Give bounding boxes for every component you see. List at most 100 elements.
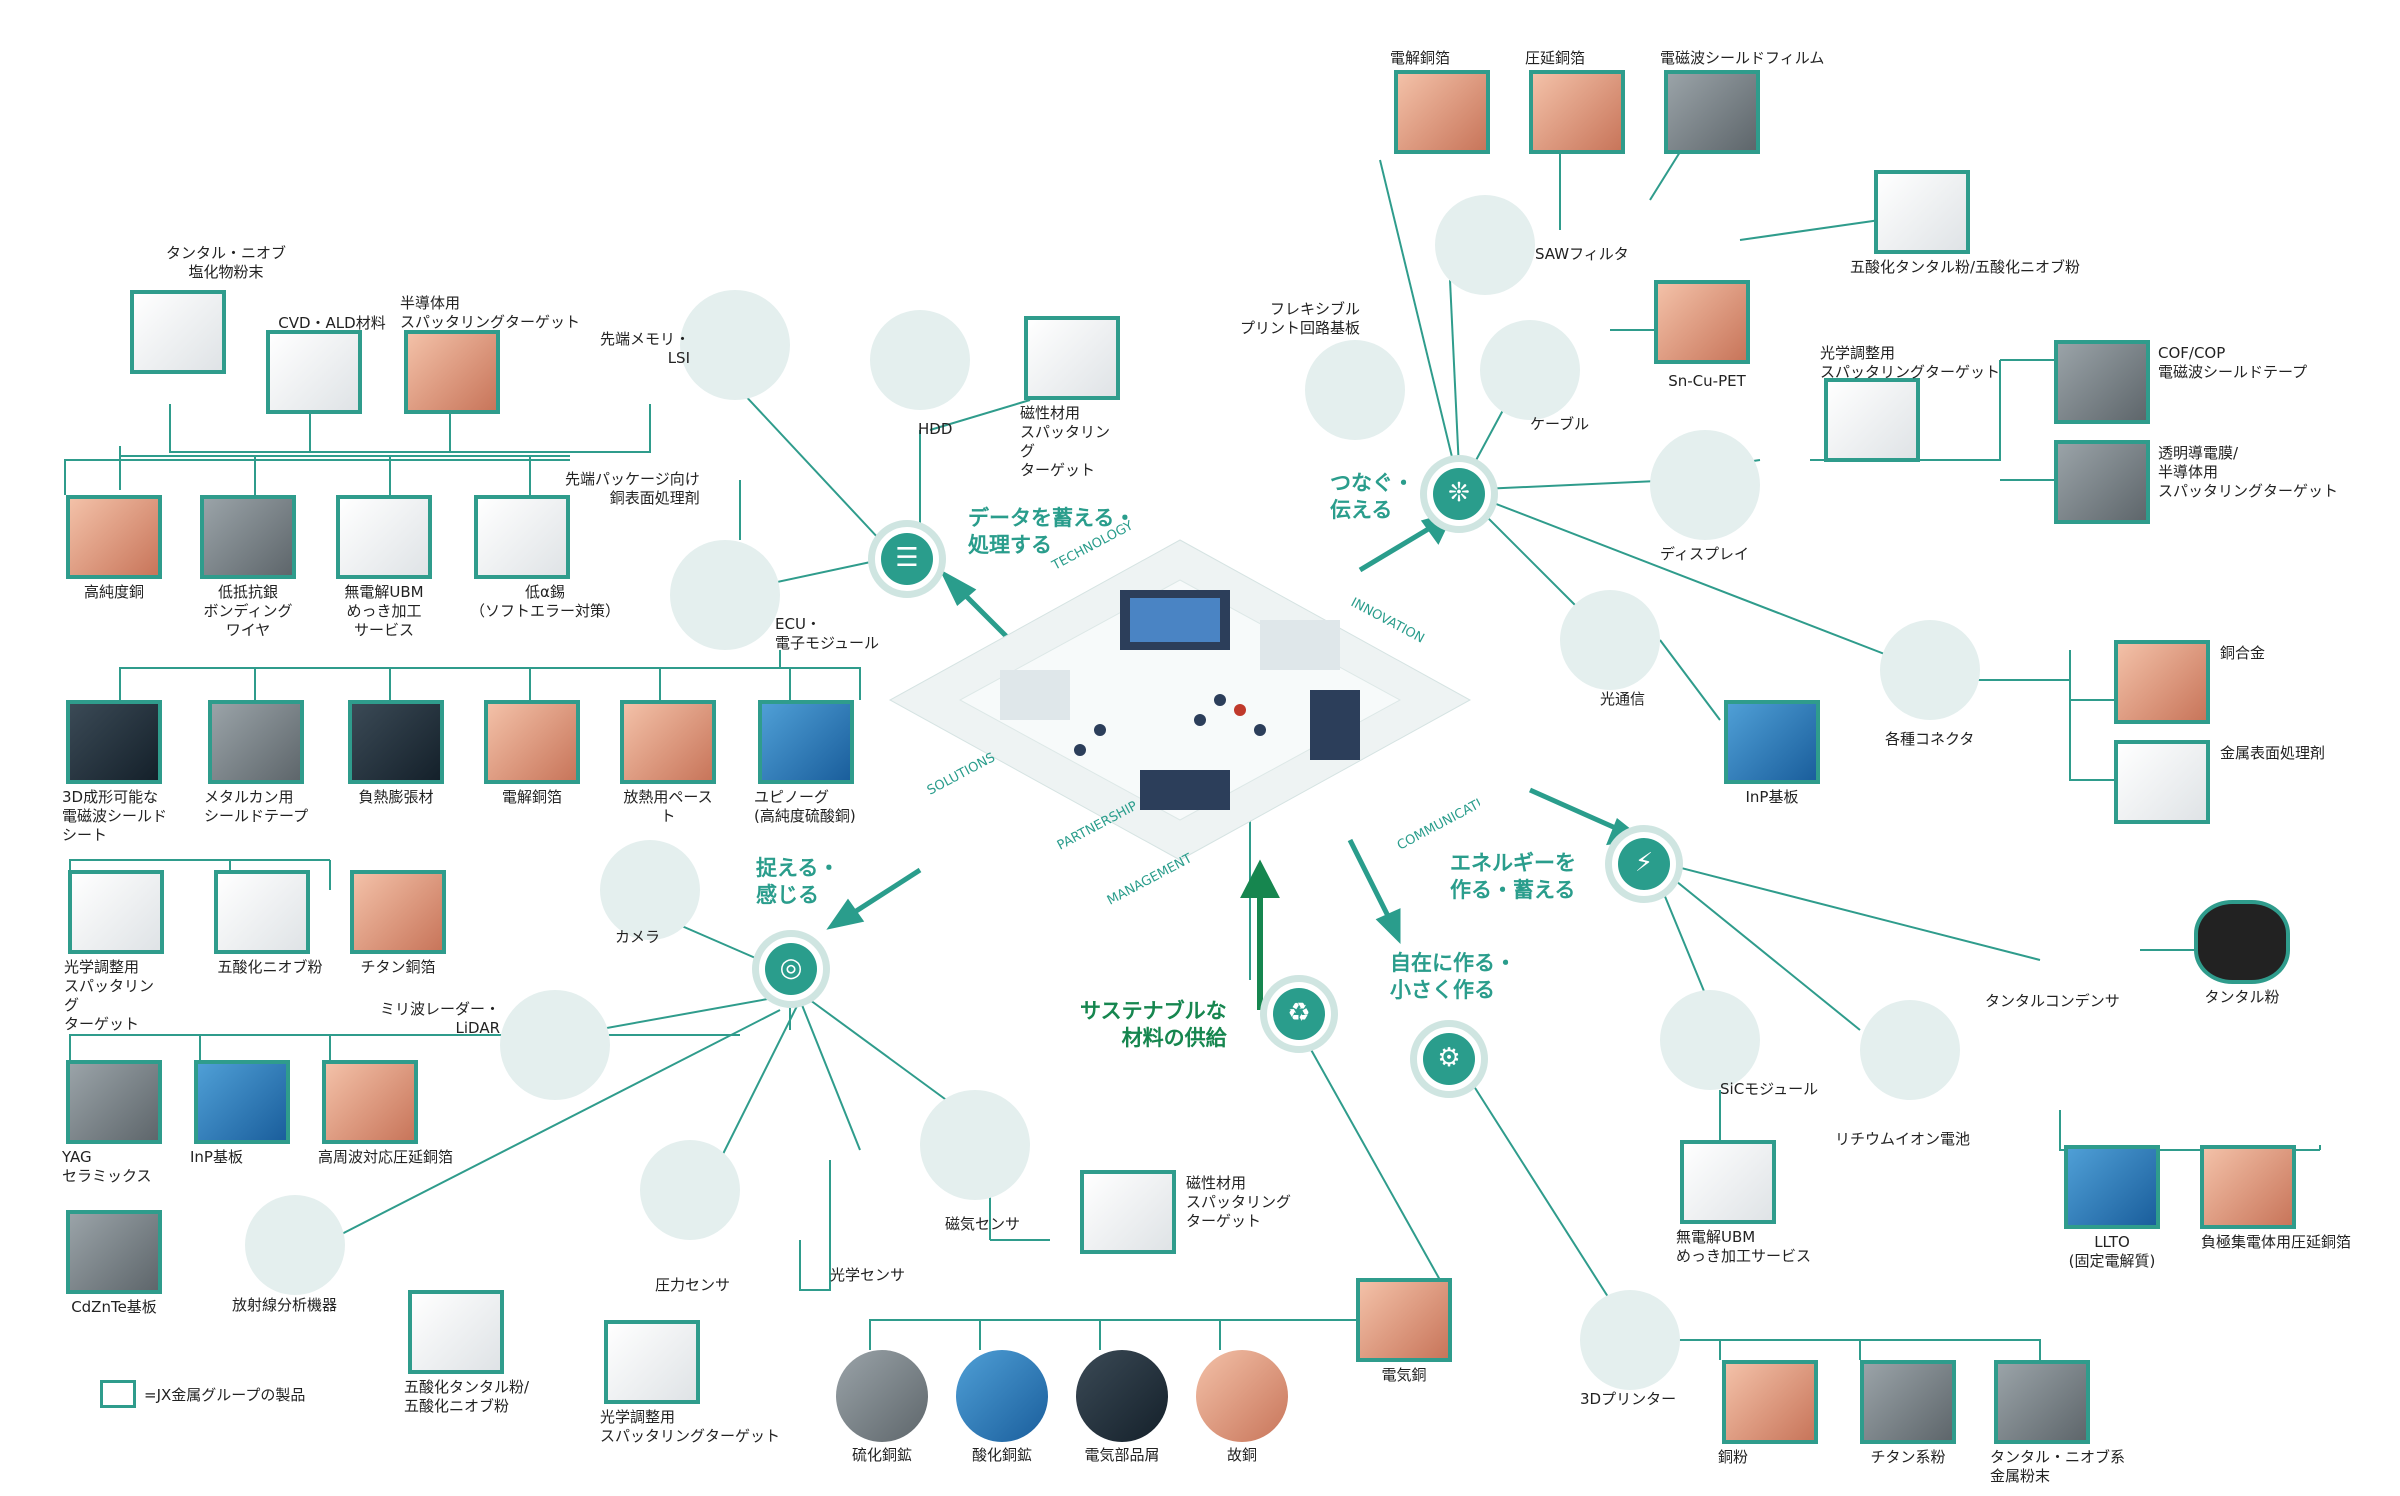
raw-material-item: 電気部品屑 — [1070, 1350, 1174, 1465]
product-item: 五酸化ニオブ粉 — [210, 870, 323, 977]
node-memory-circle — [680, 290, 790, 400]
product-caption: 光学調整用 スパッタリングターゲット — [1820, 344, 2001, 381]
product-item: YAG セラミックス — [62, 1060, 166, 1186]
node-lidar-circle — [500, 990, 610, 1100]
product-caption: メタルカン用 シールドテープ — [204, 788, 309, 825]
product-item: 低α錫 （ソフトエラー対策） — [470, 495, 620, 621]
product-thumb — [1664, 70, 1760, 154]
product-caption: CVD・ALD材料 — [278, 314, 386, 332]
product-caption: COF/COP 電磁波シールドテープ — [2158, 344, 2308, 381]
node-printer-circle — [1580, 1290, 1680, 1390]
hub-sense-label: 捉える・ 感じる — [756, 856, 840, 907]
product-item: 透明導電膜/ 半導体用 スパッタリングターゲット — [2050, 440, 2338, 524]
product-caption: InP基板 — [1745, 788, 1799, 806]
node-sic: SiCモジュール — [1720, 1080, 1819, 1098]
node-pkg: 先端パッケージ向け 銅表面処理剤 — [565, 470, 700, 507]
raw-material-item: 酸化銅鉱 — [950, 1350, 1054, 1465]
product-thumb — [408, 1290, 504, 1374]
product-thumb — [66, 495, 162, 579]
raw-material-thumb — [956, 1350, 1048, 1442]
legend-text: =JX金属グループの製品 — [144, 1385, 306, 1404]
product-thumb — [1529, 70, 1625, 154]
product-thumb — [484, 700, 580, 784]
node-cable: ケーブル — [1530, 415, 1590, 433]
product-item: CVD・ALD材料 — [262, 314, 386, 414]
node-sic-circle — [1660, 990, 1760, 1090]
legend: =JX金属グループの製品 — [100, 1380, 305, 1408]
node-optical: 光通信 — [1600, 690, 1646, 708]
product-thumb — [1024, 316, 1120, 400]
product-item: 高純度銅 — [62, 495, 166, 602]
isometric-city-illustration: TECHNOLOGY INNOVATION SOLUTIONS PARTNERS… — [880, 518, 1502, 920]
raw-material-caption: 酸化銅鉱 — [971, 1446, 1032, 1464]
hub-store-label: データを蓄える・ 処理する — [968, 506, 1136, 557]
node-radiation-circle — [245, 1195, 345, 1295]
hub-sense-icon: ◎ — [752, 930, 830, 1008]
product-caption: 五酸化ニオブ粉 — [217, 958, 323, 976]
product-caption: 圧延銅箔 — [1525, 49, 1586, 67]
product-thumb — [1080, 1170, 1176, 1254]
hub-free-label: 自在に作る・ 小さく作る — [1390, 951, 1516, 1002]
node-pressure: 圧力センサ — [655, 1276, 731, 1294]
product-caption: 透明導電膜/ 半導体用 スパッタリングターゲット — [2158, 444, 2339, 500]
product-item: チタン銅箔 — [346, 870, 450, 977]
raw-material-item: 故銅 — [1190, 1350, 1294, 1465]
product-item: LLTO (固定電解質) — [2060, 1145, 2164, 1271]
product-caption: 放熱用ペースト — [623, 788, 713, 825]
product-item: Sn-Cu-PET — [1650, 280, 1754, 390]
product-item: 負極集電体用圧延銅箔 — [2196, 1145, 2351, 1252]
node-flex-circle — [1305, 340, 1405, 440]
product-item: 高周波対応圧延銅箔 — [318, 1060, 453, 1167]
product-thumb — [66, 1060, 162, 1144]
product-caption: 電解銅箔 — [501, 788, 562, 806]
product-item: COF/COP 電磁波シールドテープ — [2050, 340, 2307, 424]
product-item: 無電解UBM めっき加工サービス — [1676, 1140, 1811, 1266]
product-thumb — [1860, 1360, 1956, 1444]
node-lidar: ミリ波レーダー・ LiDAR — [380, 1000, 501, 1037]
node-flex: フレキシブル プリント回路基板 — [1240, 300, 1361, 337]
node-saw-circle — [1435, 195, 1535, 295]
city-label-communication: COMMUNICATION — [1395, 787, 1480, 854]
node-hdd-circle — [870, 310, 970, 410]
product-thumb — [2054, 340, 2150, 424]
product-item: 無電解UBM めっき加工 サービス — [332, 495, 436, 640]
product-caption: 五酸化タンタル粉/五酸化ニオブ粉 — [1850, 258, 2081, 276]
product-caption: InP基板 — [190, 1148, 243, 1166]
node-camera-circle — [600, 840, 700, 940]
raw-material-thumb — [1076, 1350, 1168, 1442]
product-item: CdZnTe基板 — [62, 1210, 166, 1317]
product-caption: 光学調整用 スパッタリングターゲット — [600, 1408, 781, 1445]
product-caption: Sn-Cu-PET — [1668, 372, 1746, 390]
node-display-circle — [1650, 430, 1760, 540]
product-caption: CdZnTe基板 — [71, 1298, 157, 1316]
node-printer: 3Dプリンター — [1580, 1390, 1677, 1408]
product-item: チタン系粉 — [1856, 1360, 1960, 1467]
node-optsensor: 光学センサ — [830, 1266, 906, 1284]
node-tcap: タンタルコンデンサ — [1985, 992, 2120, 1010]
product-thumb — [2054, 440, 2150, 524]
product-item: 放熱用ペースト — [616, 700, 720, 826]
raw-material-item: 硫化銅鉱 — [830, 1350, 934, 1465]
product-caption: 無電解UBM めっき加工サービス — [1676, 1228, 1812, 1265]
product-item: 電解銅箔 — [1390, 49, 1494, 154]
product-caption: ユピノーグ (高純度硫酸銅) — [754, 788, 856, 825]
product-item: タンタル・ニオブ 塩化物粉末 — [126, 244, 286, 374]
product-caption: 磁性材用 スパッタリング ターゲット — [1186, 1174, 1292, 1230]
node-cable-circle — [1480, 320, 1580, 420]
product-thumb — [604, 1320, 700, 1404]
product-thumb — [336, 495, 432, 579]
product-caption: 銅合金 — [2220, 644, 2266, 662]
product-item: 負熱膨張材 — [344, 700, 448, 807]
product-item: ユピノーグ (高純度硫酸銅) — [754, 700, 858, 826]
product-thumb — [68, 870, 164, 954]
product-caption: 半導体用 スパッタリングターゲット — [400, 294, 581, 331]
product-thumb — [2114, 640, 2210, 724]
product-item: 光学調整用 スパッタリング ターゲット — [64, 870, 168, 1034]
product-thumb — [1994, 1360, 2090, 1444]
product-thumb — [322, 1060, 418, 1144]
product-caption: YAG セラミックス — [62, 1148, 152, 1185]
product-caption: 磁性材用 スパッタリング ターゲット — [1020, 404, 1111, 479]
product-caption: 五酸化タンタル粉/ 五酸化ニオブ粉 — [404, 1378, 530, 1415]
city-label-management: MANAGEMENT — [1105, 851, 1195, 908]
product-caption: 負極集電体用圧延銅箔 — [2200, 1233, 2351, 1251]
